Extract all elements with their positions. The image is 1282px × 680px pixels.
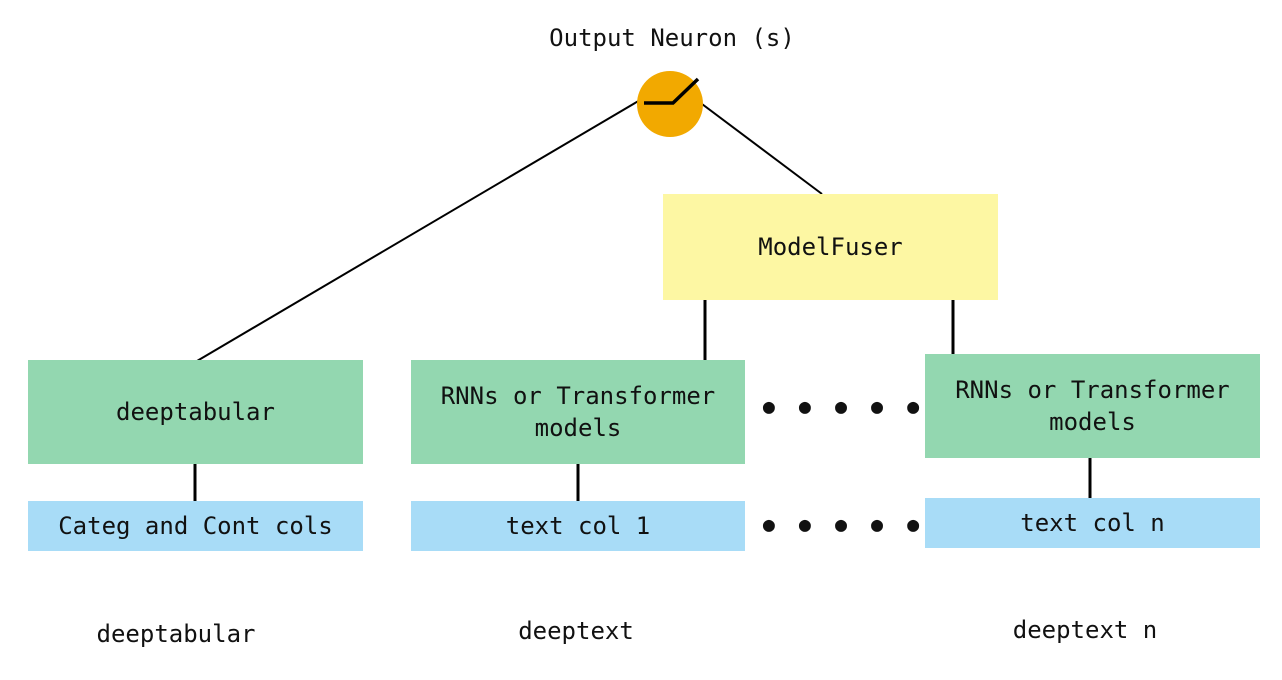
output-neuron-title: Output Neuron (s) (549, 24, 795, 52)
ellipsis-dots-inputs: ● ● ● ● ● (762, 512, 926, 536)
model-box-deeptabular: deeptabular (28, 360, 363, 464)
relu-activation-icon (644, 77, 700, 105)
caption-deeptabular: deeptabular (96, 620, 256, 648)
model-fuser-label: ModelFuser (758, 233, 903, 261)
model-box-deeptext-1: RNNs or Transformer models (411, 360, 745, 464)
caption-deeptext-n: deeptext n (1012, 616, 1158, 644)
input-box-categ-cont-cols-label: Categ and Cont cols (58, 512, 333, 540)
input-box-text-col-1-label: text col 1 (505, 512, 651, 540)
model-box-deeptext-1-label: RNNs or Transformer models (440, 382, 716, 442)
input-box-text-col-n: text col n (925, 498, 1260, 548)
model-box-deeptabular-label: deeptabular (116, 398, 275, 426)
input-box-categ-cont-cols: Categ and Cont cols (28, 501, 363, 551)
caption-deeptext: deeptext (518, 617, 634, 645)
input-box-text-col-n-label: text col n (1020, 509, 1165, 537)
edge-deeptabular-to-neuron (196, 92, 653, 362)
model-box-deeptext-n-label: RNNs or Transformer models (955, 376, 1230, 436)
ellipsis-dots-models: ● ● ● ● ● (762, 394, 926, 418)
model-box-deeptext-n: RNNs or Transformer models (925, 354, 1260, 458)
edge-fuser-to-neuron (689, 94, 823, 195)
model-fuser-box: ModelFuser (663, 194, 998, 300)
input-box-text-col-1: text col 1 (411, 501, 745, 551)
